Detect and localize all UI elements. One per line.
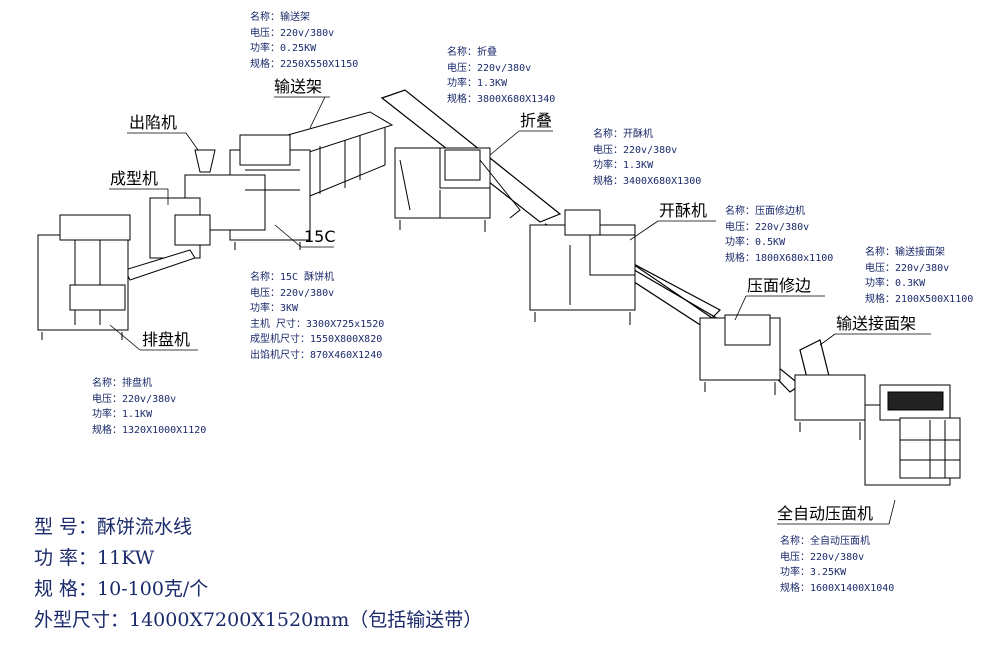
spec-line: 名称：压面修边机 [725,206,805,217]
fold-machine [394,147,521,232]
line-summary: 型 号：酥饼流水线 功 率：11KW 规 格：10-100克/个 外型尺寸：14… [34,512,482,636]
spec-line: 名称：排盘机 [92,378,152,389]
spec-line: 功率：0.5KW [725,237,786,249]
spec-line: 规格：2250X550X1150 [250,58,359,70]
spec-line: 功率：1.3KW [593,160,654,172]
label-filler: 出陷机 [129,113,178,132]
spec-line: 功率：0.25KW [250,43,317,55]
spec-15c: 名称：15C 酥饼机 电压：220v/380v 功率：3KW 主机 尺寸：330… [250,270,384,364]
spec-line: 出馅机尺寸：870X460X1240 [250,349,383,361]
spec-line: 名称：输送架 [250,12,310,23]
summary-spec: 规 格：10-100克/个 [34,578,209,600]
spec-line: 功率：0.3KW [865,278,926,290]
spec-line: 规格：1600X1400X1040 [780,582,895,594]
spec-line: 电压：220v/380v [447,62,532,74]
laminator-machine [529,209,636,325]
spec-line: 规格：3400X680X1300 [593,175,702,187]
spec-line: 电压：220v/380v [725,221,810,233]
spec-conveyor: 名称：输送架 电压：220v/380v 功率：0.25KW 规格：2250X55… [250,10,358,72]
spec-line: 功率：1.3KW [447,78,508,90]
label-former: 成型机 [110,169,159,188]
spec-line: 规格：1800X680x1100 [725,252,834,264]
spec-line: 电压：220v/380v [593,144,678,156]
spec-laminator: 名称：开酥机 电压：220v/380v 功率：1.3KW 规格：3400X680… [593,127,701,189]
spec-line: 电压：220v/380v [250,287,335,299]
spec-sheeter: 名称：全自动压面机 电压：220v/380v 功率：3.25KW 规格：1600… [780,534,894,596]
spec-line: 功率：3KW [250,303,299,315]
spec-line: 规格：1320X1000X1120 [92,424,207,436]
spec-receiver: 名称：输送接面架 电压：220v/380v 功率：0.3KW 规格：2100X5… [865,245,973,307]
summary-power: 功 率：11KW [34,547,155,569]
receiver-frame [794,374,866,440]
summary-model: 型 号：酥饼流水线 [34,516,193,538]
tray-machine [37,214,131,340]
label-fold: 折叠 [520,111,553,130]
spec-fold: 名称：折叠 电压：220v/380v 功率：1.3KW 规格：3800X680X… [447,45,555,107]
spec-line: 功率：1.1KW [92,409,153,421]
leader-lines [109,96,931,525]
spec-line: 电压：220v/380v [250,27,335,39]
label-trimmer: 压面修边 [747,276,812,295]
spec-line: 功率：3.25KW [780,567,847,579]
label-tray: 排盘机 [142,330,191,349]
spec-line: 电压：220v/380v [92,393,177,405]
spec-line: 电压：220v/380v [780,551,865,563]
former-machine [124,197,211,281]
sheeter-machine [864,384,961,486]
spec-line: 规格：3800X680X1340 [447,93,556,105]
spec-line: 规格：2100X500X1100 [865,293,974,305]
label-conveyor: 输送架 [274,77,323,96]
spec-line: 名称：折叠 [447,47,497,58]
spec-line: 名称：开酥机 [593,129,653,140]
summary-size: 外型尺寸：14000X7200X1520mm（包括输送带） [34,609,483,631]
spec-line: 主机 尺寸：3300X725x1520 [250,318,385,330]
spec-line: 名称：15C 酥饼机 [250,272,335,283]
label-laminator: 开酥机 [659,201,708,220]
label-sheeter: 全自动压面机 [777,504,874,523]
spec-line: 名称：全自动压面机 [780,536,870,547]
label-15c: 15C [304,227,336,246]
spec-tray: 名称：排盘机 电压：220v/380v 功率：1.1KW 规格：1320X100… [92,376,206,438]
spec-trimmer: 名称：压面修边机 电压：220v/380v 功率：0.5KW 规格：1800X6… [725,204,833,266]
trimmer-machine [699,314,781,395]
spec-line: 成型机尺寸：1550X800X820 [250,334,383,346]
label-receiver: 输送接面架 [836,314,917,333]
spec-line: 电压：220v/380v [865,262,950,274]
spec-line: 名称：输送接面架 [865,247,945,258]
